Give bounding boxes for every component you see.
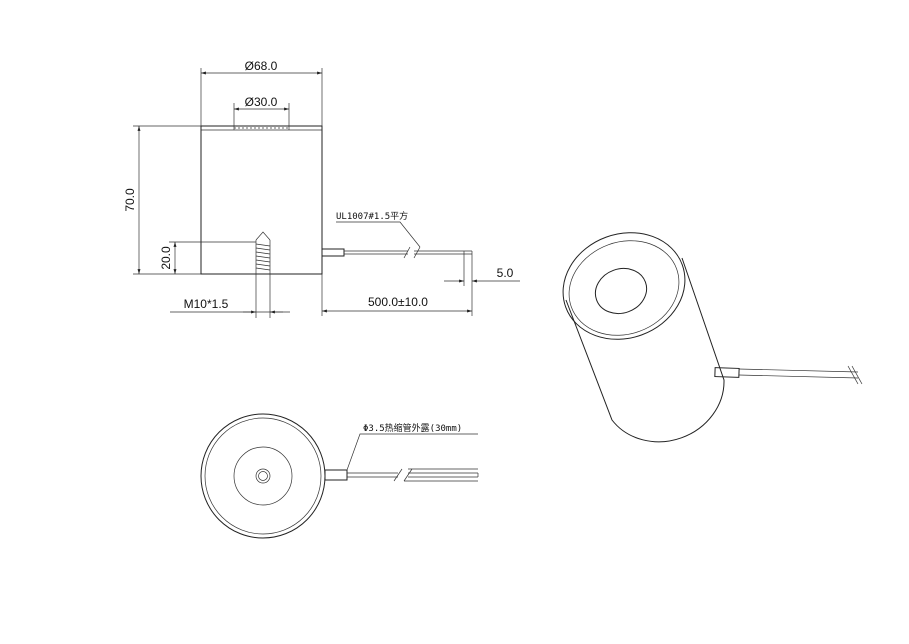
bottom-view: Φ3.5热缩管外露(30mm) [200,413,479,539]
wire-exit-bottom [324,433,479,482]
dim-thread-depth [169,241,256,274]
iso-top-chamfer [568,240,680,336]
thread-hole-inner [258,471,268,481]
label-thread: M10*1.5 [184,297,229,311]
dim-outer-diameter [200,68,323,126]
thread-hole [255,231,271,318]
inner-bore-top [233,126,290,130]
outer-circle [200,413,326,539]
label-height: 70.0 [123,188,137,212]
dim-wire-length [321,274,473,316]
isometric-view [562,232,863,443]
label-heat-shrink: Φ3.5热缩管外露(30mm) [363,422,462,434]
label-wire-spec: UL1007#1.5平方 [336,210,408,222]
iso-inner-bore [594,267,648,315]
label-wire-length: 500.0±10.0 [368,295,428,309]
iso-body-sides [565,257,725,443]
chamfer-circle [204,417,322,535]
front-view: Ø68.0 Ø30.0 70.0 20.0 M10*1.5 UL1007#1.5… [123,59,520,318]
label-outer-diameter: Ø68.0 [245,59,278,73]
thread-hole-outer [255,468,271,484]
iso-wire [714,365,863,385]
inner-core-circle [233,446,293,506]
wire-exit-front [321,221,473,284]
dim-inner-diameter [233,103,290,126]
magnet-body-outline [200,125,323,275]
label-strip-length: 5.0 [497,266,514,280]
dim-strip-length [444,251,520,286]
label-thread-depth: 20.0 [159,246,173,270]
iso-top-face [562,232,686,340]
dim-height [133,125,201,275]
label-inner-diameter: Ø30.0 [245,95,278,109]
